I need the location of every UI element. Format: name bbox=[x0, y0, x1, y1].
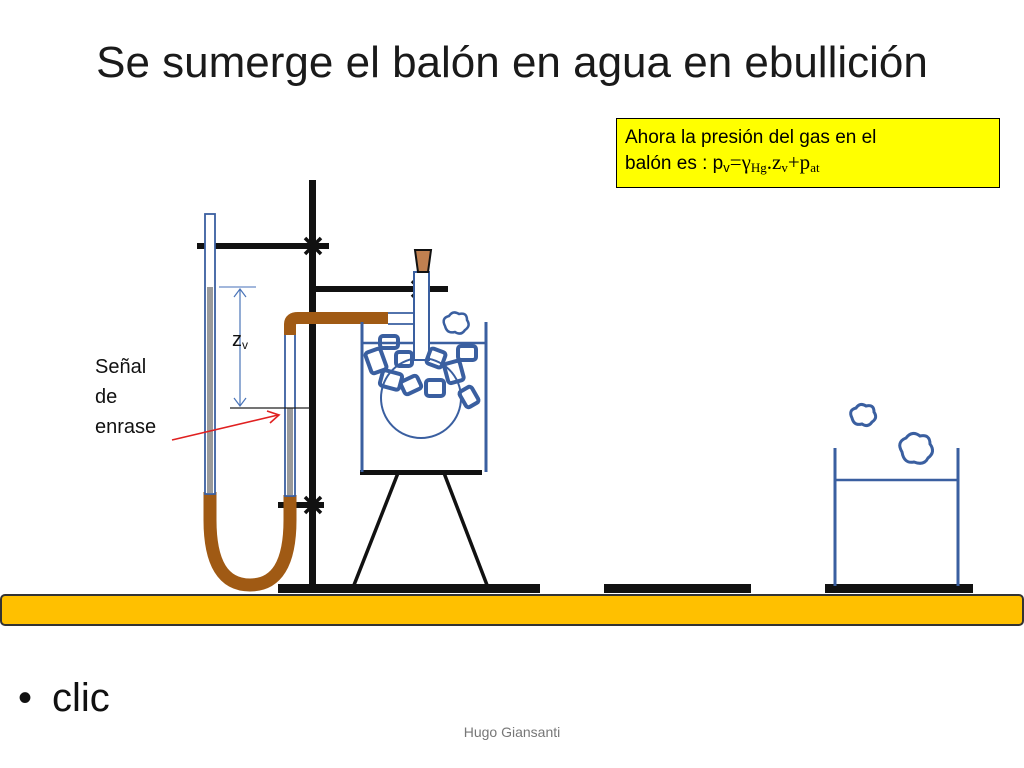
stand-base bbox=[278, 584, 540, 593]
steam-puff-right-large bbox=[898, 431, 935, 465]
tripod-top bbox=[360, 470, 482, 475]
callout-line-2: balón es : pv=γHg.zv+pat bbox=[625, 150, 820, 175]
bubble-shape bbox=[394, 350, 414, 368]
bullet-text: clic bbox=[52, 676, 110, 720]
author-footer: Hugo Giansanti bbox=[463, 724, 561, 740]
mercury-right-column bbox=[287, 408, 293, 495]
stand-pole bbox=[309, 180, 316, 585]
zv-label: zv bbox=[232, 329, 248, 352]
flask-neck bbox=[413, 271, 430, 361]
mercury-left-column bbox=[207, 287, 213, 493]
rubber-connection-tube bbox=[284, 312, 388, 335]
bubble-shape bbox=[424, 346, 448, 370]
zv-arrow-down-icon bbox=[233, 397, 247, 407]
signal-label-line-2: de bbox=[95, 386, 118, 408]
manometer-u-bend bbox=[203, 492, 297, 592]
bubble-shape bbox=[378, 334, 400, 350]
bubble-shape bbox=[442, 358, 466, 386]
clamp-arm-bottom bbox=[278, 502, 324, 508]
signal-label: Señal de enrase bbox=[95, 352, 185, 442]
bubble-shape bbox=[424, 378, 446, 398]
tripod-leg-left bbox=[352, 472, 400, 586]
bubble-shape bbox=[398, 373, 424, 397]
steam-puff-bath bbox=[442, 311, 470, 335]
bubble-shape bbox=[377, 368, 405, 392]
tripod-leg-right bbox=[442, 472, 489, 586]
bench-plate-right bbox=[825, 584, 973, 593]
flask-bulb bbox=[380, 357, 462, 439]
steam-puff-right-small bbox=[849, 402, 878, 428]
callout-line-1: Ahora la presión del gas en el bbox=[625, 127, 877, 148]
bench-plate-middle bbox=[604, 584, 751, 593]
clamp-cross-top bbox=[303, 236, 323, 256]
slide-title: Se sumerge el balón en agua en ebullició… bbox=[96, 38, 928, 87]
bubble-shape bbox=[363, 346, 389, 376]
enrase-pointer-arrow-icon bbox=[266, 410, 281, 424]
click-bullet[interactable]: • clic bbox=[18, 676, 110, 721]
bubble-shape bbox=[456, 344, 478, 362]
bath-bubbles bbox=[363, 334, 481, 410]
pressure-callout: Ahora la presión del gas en el balón es … bbox=[616, 118, 1000, 188]
flask-stopper bbox=[413, 249, 433, 273]
enrase-pointer-line bbox=[171, 414, 279, 441]
clamp-arm-flask bbox=[315, 286, 448, 292]
signal-label-line-1: Señal bbox=[95, 356, 147, 378]
clamp-arm-top bbox=[197, 243, 329, 249]
bullet-dot-icon: • bbox=[18, 676, 33, 720]
signal-label-line-3: enrase bbox=[95, 416, 157, 438]
zv-arrow-up-icon bbox=[233, 288, 247, 298]
bubble-shape bbox=[457, 384, 481, 410]
clamp-cross-bottom bbox=[303, 495, 323, 515]
bench bbox=[0, 594, 1024, 626]
